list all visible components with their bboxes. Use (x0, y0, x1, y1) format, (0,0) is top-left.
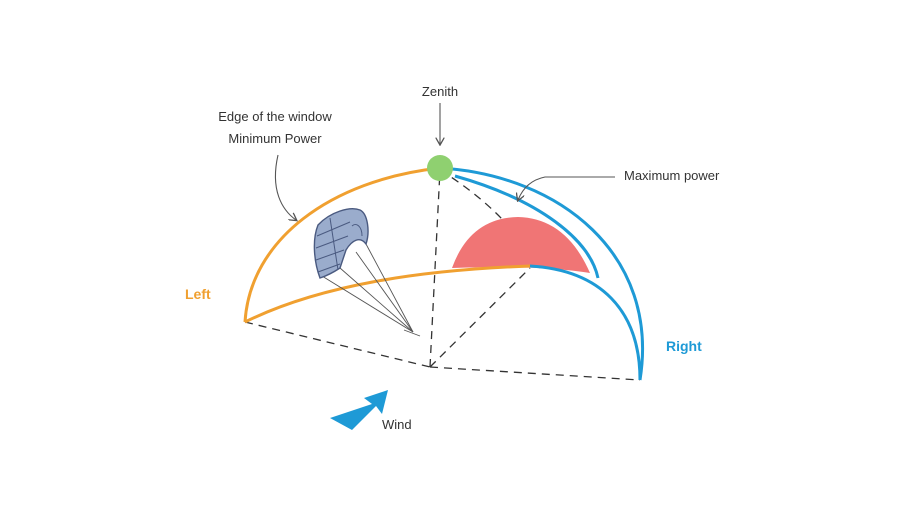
edge-label-line2: Minimum Power (228, 131, 322, 146)
zenith-dot (427, 155, 453, 181)
left-window-edge (243, 166, 531, 324)
max-power-label: Maximum power (624, 168, 720, 183)
kite-icon (313, 208, 369, 279)
max-power-zone (452, 217, 590, 273)
right-window-edge (439, 166, 644, 381)
right-label: Right (666, 338, 702, 354)
ground-dashed-lines (244, 169, 641, 381)
zenith-label: Zenith (422, 84, 458, 99)
wind-arrow-icon (330, 390, 388, 430)
edge-label-line1: Edge of the window (218, 109, 332, 124)
left-label: Left (185, 286, 211, 302)
wind-label: Wind (382, 417, 412, 432)
callout-arrows (274, 103, 615, 220)
kite-lines (321, 243, 421, 337)
